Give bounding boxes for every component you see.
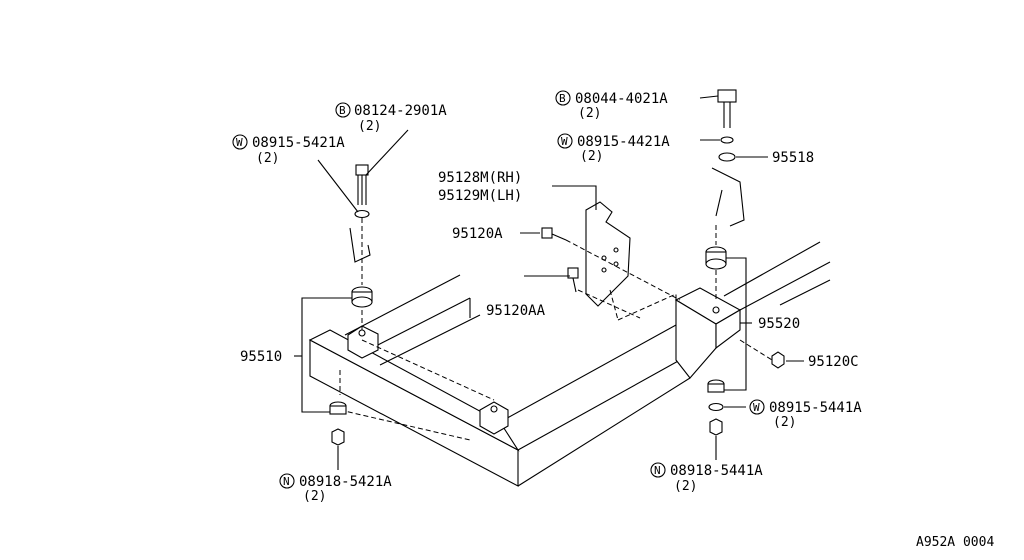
callout-b-08044: B 08044-4021A (2) bbox=[555, 90, 668, 121]
callout-prefix: W bbox=[561, 135, 568, 148]
part-qty: (2) bbox=[358, 119, 381, 134]
callout-prefix: B bbox=[339, 104, 346, 117]
figure-code: A952A 0004 bbox=[916, 535, 994, 550]
left-mount-stack bbox=[301, 164, 373, 446]
part-number: 08915-5441A bbox=[769, 400, 862, 416]
callout-prefix: N bbox=[283, 475, 290, 488]
part-number: 95129M(LH) bbox=[438, 188, 522, 204]
callout-prefix: W bbox=[236, 136, 243, 149]
callout-95120aa: 95120AA bbox=[486, 303, 546, 319]
part-qty: (2) bbox=[256, 151, 279, 166]
callout-w-08915-4421: W 08915-4421A (2) bbox=[557, 133, 670, 164]
callout-prefix: W bbox=[753, 401, 760, 414]
part-qty: (2) bbox=[578, 106, 601, 121]
part-number: 95120C bbox=[808, 354, 859, 370]
callout-w-08915-5441: W 08915-5441A (2) bbox=[749, 399, 862, 430]
right-mount-stack bbox=[705, 89, 785, 436]
callout-95520: 95520 bbox=[758, 316, 800, 332]
part-number: 95518 bbox=[772, 150, 814, 166]
part-number: 08915-5421A bbox=[252, 135, 345, 151]
callout-95510: 95510 bbox=[240, 349, 282, 365]
callout-prefix: N bbox=[654, 464, 661, 477]
part-number: 95120A bbox=[452, 226, 503, 242]
part-number: 08044-4021A bbox=[575, 91, 668, 107]
callout-95120c: 95120C bbox=[808, 354, 859, 370]
part-number: 95128M(RH) bbox=[438, 170, 522, 186]
frame-crossmember bbox=[308, 241, 831, 487]
callout-b-08124: B 08124-2901A (2) bbox=[335, 102, 447, 134]
callout-prefix: B bbox=[559, 92, 566, 105]
callout-n-08918-5421: N 08918-5421A (2) bbox=[279, 473, 392, 504]
part-number: 08918-5441A bbox=[670, 463, 763, 479]
part-qty: (2) bbox=[580, 149, 603, 164]
callout-95518: 95518 bbox=[772, 150, 814, 166]
part-number: 08918-5421A bbox=[299, 474, 392, 490]
part-number: 95510 bbox=[240, 349, 282, 365]
callout-95128m-95129m: 95128M(RH) 95129M(LH) bbox=[438, 170, 522, 204]
callout-w-08915-5421: W 08915-5421A (2) bbox=[232, 134, 345, 166]
part-number: 95120AA bbox=[486, 303, 546, 319]
part-number: 08915-4421A bbox=[577, 134, 670, 150]
part-qty: (2) bbox=[773, 415, 796, 430]
leader-lines bbox=[294, 95, 804, 470]
callout-n-08918-5441: N 08918-5441A (2) bbox=[650, 462, 763, 494]
callout-95120a: 95120A bbox=[452, 226, 503, 242]
part-number: 95520 bbox=[758, 316, 800, 332]
center-bracket bbox=[541, 201, 681, 321]
part-qty: (2) bbox=[303, 489, 326, 504]
part-qty: (2) bbox=[674, 479, 697, 494]
part-number: 08124-2901A bbox=[354, 103, 447, 119]
